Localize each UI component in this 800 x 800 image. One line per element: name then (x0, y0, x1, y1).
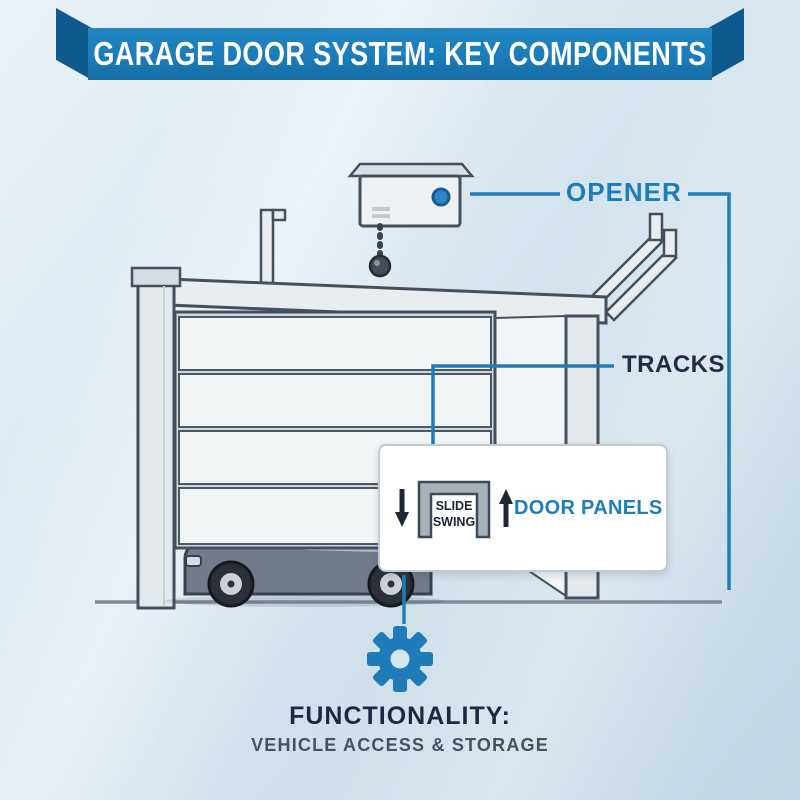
door-panels-label: DOOR PANELS (514, 496, 663, 519)
down-arrow-icon (395, 489, 409, 527)
front-wheel (207, 560, 255, 608)
chain-ball (368, 254, 392, 278)
gear-icon (367, 626, 433, 692)
door-panel-channel-icon: SLIDE SWING (417, 480, 491, 539)
rear-wheel (367, 560, 415, 608)
opener-unit (347, 162, 475, 278)
slide-text: SLIDE (436, 499, 473, 513)
door-panels-callout: SLIDE SWING DOOR PANELS (378, 444, 668, 572)
left-track-prong (259, 208, 287, 288)
panel-motion-icons: SLIDE SWING (394, 477, 514, 539)
title-banner: GARAGE DOOR SYSTEM: KEY COMPONENTS (0, 0, 800, 96)
ribbon-tail-right (708, 8, 744, 80)
blue-round-button (431, 187, 451, 207)
opener-label: OPENER (566, 177, 682, 207)
ribbon-bar: GARAGE DOOR SYSTEM: KEY COMPONENTS (88, 28, 712, 80)
tracks-connector-line (431, 364, 614, 444)
right-vertical-line (688, 192, 731, 590)
functionality-heading: FUNCTIONALITY: (289, 702, 511, 730)
banner-title: GARAGE DOOR SYSTEM: KEY COMPONENTS (93, 35, 707, 72)
left-post (130, 266, 182, 610)
up-arrow-icon (499, 489, 513, 527)
functionality-subheading: VEHICLE ACCESS & STORAGE (251, 735, 549, 755)
ceiling-rails (590, 212, 678, 322)
tracks-label: TRACKS (622, 351, 725, 378)
ribbon-tail-left (56, 8, 92, 80)
swing-text: SWING (433, 515, 475, 529)
